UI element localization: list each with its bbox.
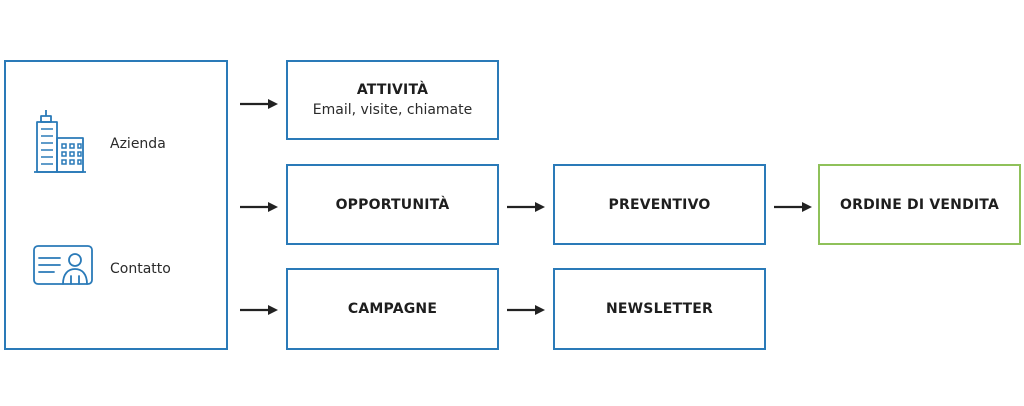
arrow-to-campagne <box>240 305 278 315</box>
box-preventivo: PREVENTIVO <box>553 164 766 245</box>
box-campagne-title: CAMPAGNE <box>347 301 438 317</box>
arrow-to-opportunita <box>240 202 278 212</box>
box-newsletter-title: NEWSLETTER <box>605 301 714 317</box>
box-campagne: CAMPAGNE <box>286 268 499 350</box>
box-opportunita-title: OPPORTUNITÀ <box>335 196 450 213</box>
arrow-to-ordine <box>774 202 812 212</box>
arrow-to-preventivo <box>507 202 545 212</box>
box-preventivo-title: PREVENTIVO <box>608 196 711 213</box>
box-attivita: ATTIVITÀ Email, visite, chiamate <box>286 60 499 140</box>
contact-card-icon <box>33 245 93 285</box>
entity-label-contatto: Contatto <box>110 261 171 277</box>
entity-panel <box>4 60 228 350</box>
arrow-to-newsletter <box>507 305 545 315</box>
building-icon <box>34 110 86 173</box>
arrow-to-attivita <box>240 99 278 109</box>
box-newsletter: NEWSLETTER <box>553 268 766 350</box>
entity-label-azienda: Azienda <box>110 136 166 152</box>
box-attivita-title: ATTIVITÀ <box>356 82 429 98</box>
box-opportunita: OPPORTUNITÀ <box>286 164 499 245</box>
box-ordine-di-vendita: ORDINE DI VENDITA <box>818 164 1021 245</box>
box-attivita-subtitle: Email, visite, chiamate <box>312 102 473 118</box>
box-ordine-title: ORDINE DI VENDITA <box>839 196 999 213</box>
